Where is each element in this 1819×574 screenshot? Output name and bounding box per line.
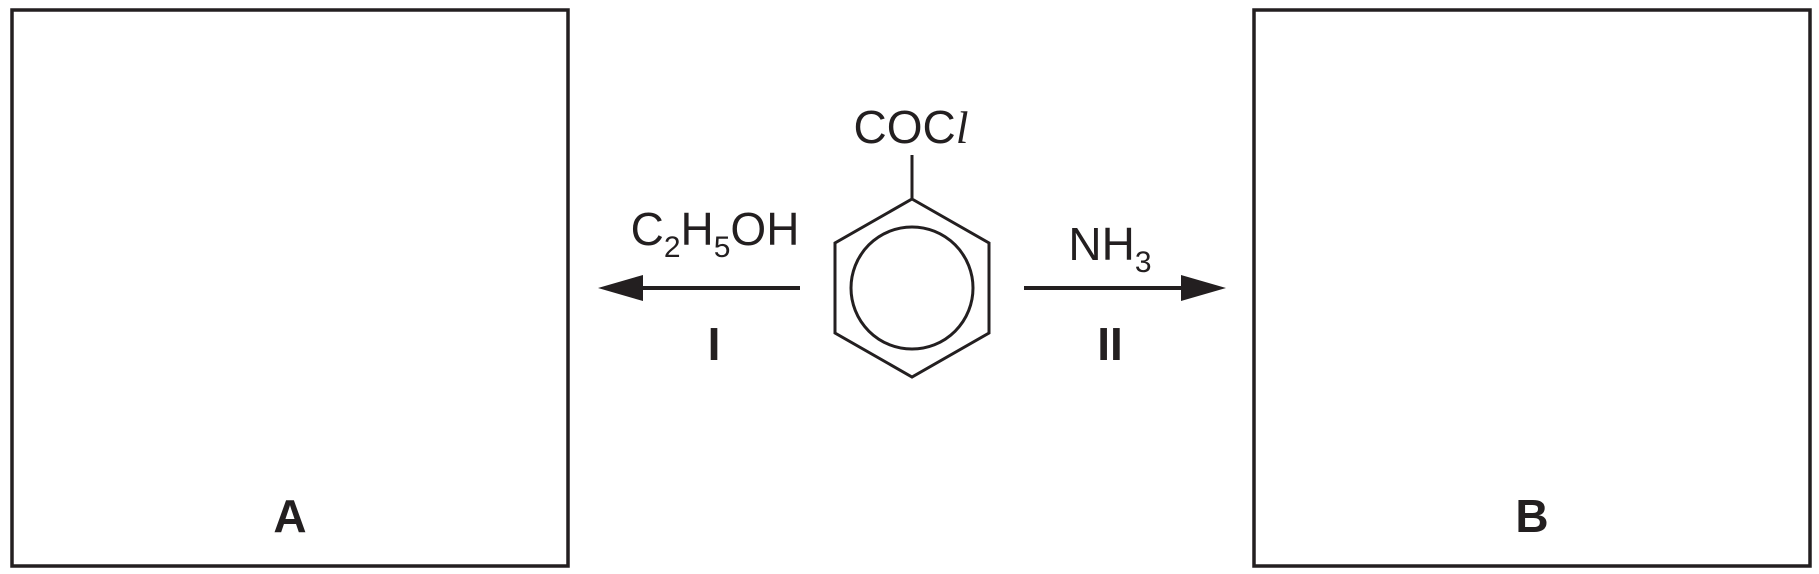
reagent-oh: OH xyxy=(730,203,799,255)
benzene-ring-aromatic-circle xyxy=(849,225,975,351)
acyl-group-l: l xyxy=(956,102,969,153)
step-2-reagent: NH3 xyxy=(1068,218,1151,279)
step-2: NH3 II xyxy=(1024,218,1226,370)
product-box-b: B xyxy=(1252,8,1812,568)
product-box-b-label: B xyxy=(1515,490,1548,542)
step-2-arrow-head xyxy=(1181,275,1226,301)
step-1: C2H5OH I xyxy=(598,203,800,370)
reagent-nh: NH xyxy=(1068,218,1134,270)
step-1-label: I xyxy=(708,318,721,370)
step-2-label: II xyxy=(1097,318,1123,370)
reactant-structure: COCl xyxy=(833,101,991,379)
reagent-c-subscript: 2 xyxy=(664,231,681,264)
product-box-a-frame xyxy=(10,8,570,568)
reagent-nh-subscript: 3 xyxy=(1135,246,1152,279)
acyl-group-main: COC xyxy=(853,101,955,153)
acyl-chloride-group-label: COCl xyxy=(853,101,968,153)
reagent-c: C xyxy=(631,203,664,255)
product-box-a: A xyxy=(10,8,570,568)
benzene-ring-hexagon xyxy=(833,197,991,379)
reagent-h-subscript: 5 xyxy=(714,231,731,264)
product-box-a-label: A xyxy=(273,490,306,542)
product-box-b-frame xyxy=(1252,8,1812,568)
reagent-h: H xyxy=(681,203,714,255)
step-1-arrow-head xyxy=(598,275,643,301)
step-1-reagent: C2H5OH xyxy=(631,203,800,264)
